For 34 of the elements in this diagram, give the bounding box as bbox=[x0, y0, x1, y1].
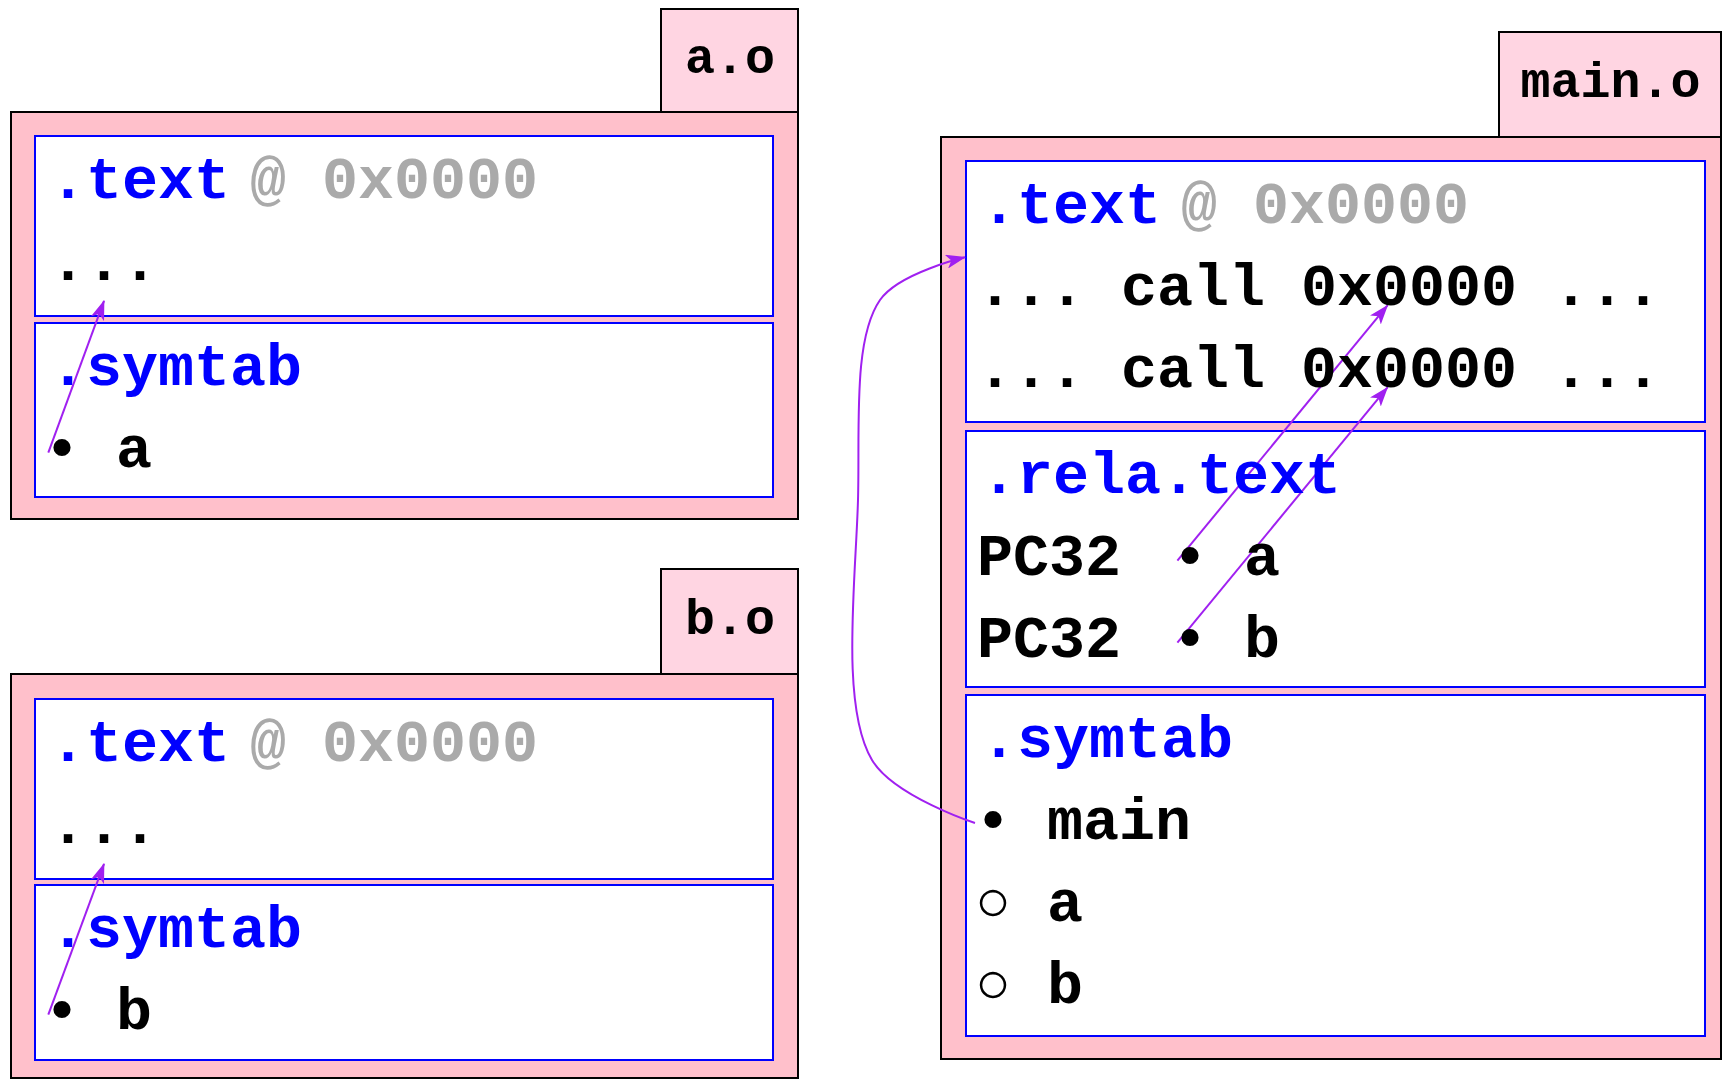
section-name: .symtab bbox=[981, 706, 1234, 777]
code-text: • a bbox=[1172, 518, 1281, 600]
relocation-type: PC32 bbox=[977, 524, 1122, 595]
object-file-box bbox=[10, 568, 799, 1080]
symbol-entry: ○ b bbox=[975, 952, 1084, 1023]
section-name: .text bbox=[50, 710, 231, 781]
section-box bbox=[34, 698, 774, 880]
code-text: ... call 0x0000 ... bbox=[977, 248, 1662, 330]
relocation-type: PC32 bbox=[977, 606, 1122, 677]
section-name: .text bbox=[50, 147, 231, 218]
object-file-box bbox=[940, 31, 1722, 1061]
section-name: .text bbox=[981, 172, 1162, 243]
section-address: @ 0x0000 bbox=[250, 147, 539, 218]
section-box bbox=[965, 694, 1706, 1037]
section-address: @ 0x0000 bbox=[1181, 172, 1470, 243]
section-box bbox=[965, 430, 1706, 688]
code-text: • b bbox=[44, 972, 153, 1054]
file-name-label: main.o bbox=[1519, 54, 1702, 114]
code-text: ... bbox=[50, 223, 159, 305]
section-box bbox=[34, 322, 774, 498]
section-box bbox=[34, 135, 774, 317]
section-address: @ 0x0000 bbox=[250, 710, 539, 781]
file-name-label: b.o bbox=[684, 591, 776, 651]
code-text: • a bbox=[44, 410, 153, 492]
code-text: • main bbox=[975, 782, 1192, 864]
section-box bbox=[965, 160, 1706, 423]
code-text: ... bbox=[50, 786, 159, 868]
section-box bbox=[34, 884, 774, 1061]
file-name-label: a.o bbox=[684, 30, 776, 90]
arrow bbox=[1176, 386, 1389, 644]
symbol-entry: ○ a bbox=[975, 870, 1084, 941]
arrow bbox=[1176, 304, 1389, 562]
object-file-box bbox=[10, 8, 799, 521]
code-text: • b bbox=[1172, 600, 1281, 682]
